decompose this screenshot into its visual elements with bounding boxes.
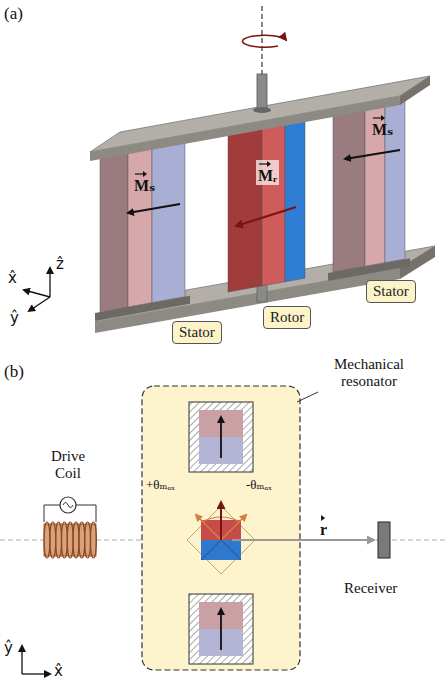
drive-coil — [44, 522, 50, 558]
tag-box: Rotor — [263, 306, 311, 329]
magnetisation-arrows — [236, 207, 296, 226]
tag-label: Stator — [373, 283, 409, 300]
figure-label: (a) — [4, 4, 23, 24]
drive-coil — [56, 522, 62, 558]
figure-label: x̂ — [54, 663, 63, 680]
figure-label: x̂ — [8, 270, 17, 287]
top-plate — [90, 74, 430, 161]
tag-label: Rotor — [270, 309, 304, 326]
drive-coil — [44, 505, 96, 522]
magnet-pillars — [100, 149, 128, 312]
magnet-pillars — [285, 117, 305, 282]
top-plate — [90, 96, 400, 161]
distance-vector — [232, 539, 374, 541]
stator-magnet — [189, 402, 253, 472]
top-plate — [257, 74, 267, 110]
figure-label: +θₘₐₓ — [146, 478, 175, 493]
rotor-magnet — [187, 502, 255, 574]
drive-coil — [61, 522, 67, 558]
figure-label: -θₘₐₓ — [246, 478, 272, 493]
leader-line — [297, 392, 318, 402]
resonator-region — [142, 386, 300, 670]
top-plate — [400, 76, 430, 105]
stator-magnet — [189, 594, 253, 664]
magnetisation-arrows — [128, 150, 400, 226]
rotation-axis — [242, 35, 286, 47]
figure-label: Drive Coil — [38, 448, 98, 483]
drive-coil — [90, 522, 96, 558]
vector-arrow — [256, 160, 279, 167]
axis-triad — [24, 290, 50, 297]
figure-label: Mechanical resonator — [314, 356, 424, 391]
drive-coil — [60, 497, 76, 513]
stator-magnet — [220, 609, 222, 650]
axis-triad — [29, 297, 50, 311]
vector-arrow — [320, 514, 327, 521]
magnetisation-arrows — [345, 150, 400, 159]
drive-coil — [50, 522, 56, 558]
top-plate — [253, 107, 271, 113]
drive-coil — [73, 522, 79, 558]
axis-triad — [24, 268, 50, 311]
magnet-pillars — [333, 106, 365, 272]
rotor-magnet — [220, 502, 222, 540]
magnet-pillars — [262, 121, 285, 286]
figure-label: Mₛ — [372, 114, 393, 139]
drive-coil — [44, 497, 96, 558]
stator-magnet — [220, 417, 222, 458]
stator-magnet — [189, 594, 253, 664]
tag-box: Stator — [366, 280, 416, 303]
magnet-pillars — [128, 145, 152, 307]
magnet-pillars — [152, 139, 185, 303]
figure-label: Receiver — [344, 580, 397, 597]
axis-pair — [22, 646, 50, 674]
tag-box: Stator — [172, 321, 222, 344]
axis-triad — [49, 268, 50, 297]
drive-coil — [44, 524, 96, 556]
figure-label: Mₛ — [134, 170, 155, 195]
stator-magnet — [189, 402, 253, 472]
axis-pair — [22, 673, 50, 674]
figure-label: ŷ — [4, 640, 13, 657]
figure-label: Mᵣ — [256, 160, 279, 185]
drive-coil — [67, 522, 73, 558]
rotation-axis — [261, 6, 262, 82]
figure-label: r — [320, 514, 327, 539]
figure-label: ŷ — [10, 310, 19, 327]
rotation-axis — [242, 6, 286, 82]
drive-coil — [79, 522, 85, 558]
rotor-magnet — [201, 540, 241, 560]
vector-arrow — [134, 170, 155, 177]
figure-label: ẑ — [56, 256, 64, 273]
drive-coil — [85, 522, 91, 558]
axis-pair — [21, 646, 22, 674]
drive-coil — [63, 503, 73, 508]
magnet-pillars — [228, 125, 262, 292]
vector-arrow — [372, 114, 393, 121]
figure-label: (b) — [4, 362, 24, 382]
receiver-symbol — [378, 522, 390, 558]
tag-label: Stator — [179, 324, 215, 341]
magnetisation-arrows — [128, 204, 180, 213]
